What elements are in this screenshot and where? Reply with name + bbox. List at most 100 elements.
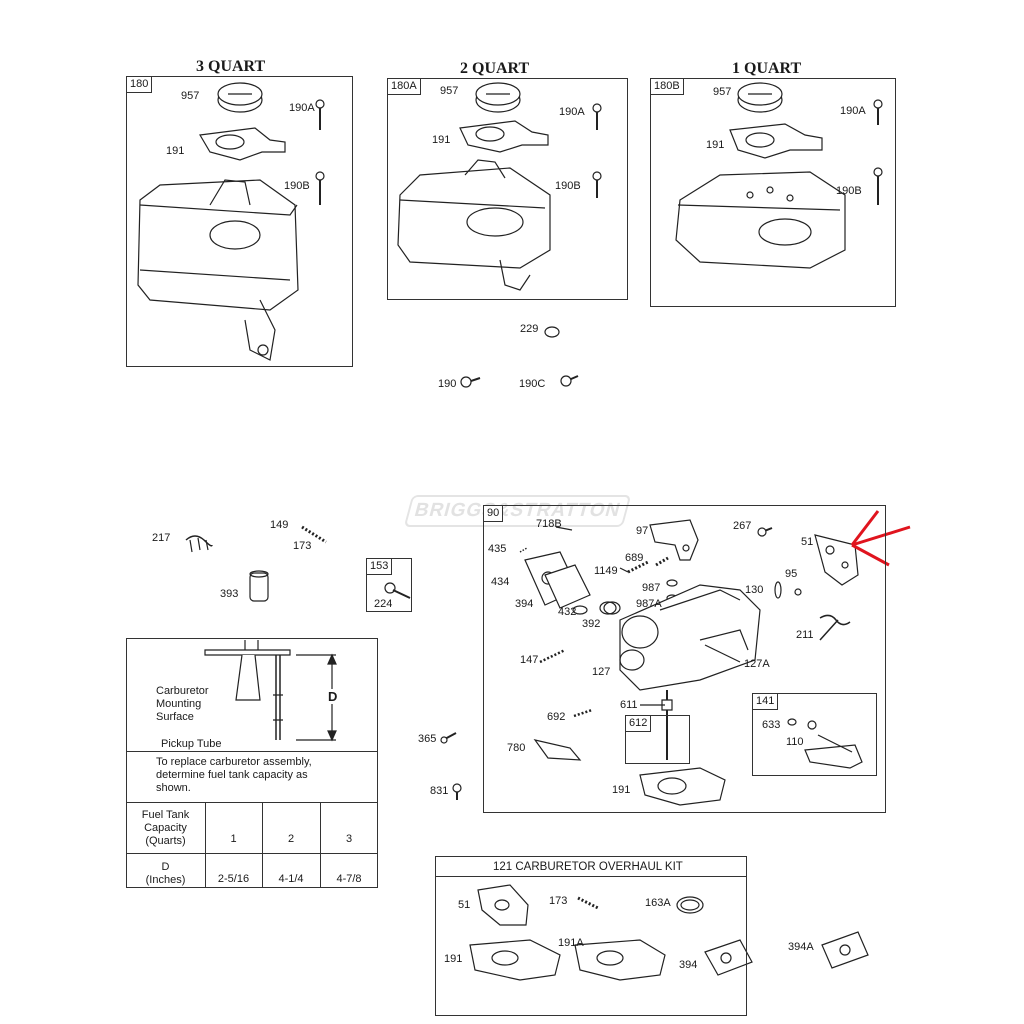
- part-label: 394: [515, 598, 534, 610]
- mount-info-divider: [262, 802, 263, 888]
- part-label: 173: [293, 540, 312, 552]
- callout-arrow: [852, 511, 910, 565]
- part-label: 434: [491, 576, 510, 588]
- part-label: 163A: [645, 897, 671, 909]
- part-label: 190A: [559, 106, 585, 118]
- part-224-drawing: [385, 583, 410, 598]
- part-label: 97: [636, 525, 649, 537]
- part-label: 191: [432, 134, 451, 146]
- pickup-tube-label: Pickup Tube: [161, 738, 222, 750]
- overhaul-kit-header-divider: [435, 876, 747, 877]
- tank-panel-2-quart: [387, 78, 628, 300]
- tank-title-2-quart: 2 QUART: [460, 60, 530, 77]
- part-box-tag: 141: [752, 693, 779, 710]
- part-label: 190C: [519, 378, 546, 390]
- part-label: 987: [642, 582, 661, 594]
- part-label: 51: [458, 899, 471, 911]
- part-label: 831: [430, 785, 449, 797]
- part-label: 191: [166, 145, 185, 157]
- part-label: 692: [547, 711, 566, 723]
- part-label: 191: [444, 953, 463, 965]
- part-label: 190: [438, 378, 457, 390]
- part-label: 190B: [836, 185, 862, 197]
- part-label: 957: [440, 85, 459, 97]
- part-label: 1149: [594, 565, 618, 577]
- carburetor-panel-tag: 90: [483, 505, 504, 522]
- tank-panel-3-quart: [126, 76, 353, 367]
- part-label: 987A: [636, 598, 662, 610]
- part-label: 147: [520, 654, 539, 666]
- mount-info-panel: [126, 638, 378, 888]
- part-label: 190A: [840, 105, 866, 117]
- overhaul-kit-panel: [435, 856, 747, 1016]
- tank-panel-1-quart: [650, 78, 896, 307]
- carburetor-panel: [483, 505, 886, 813]
- tank-1-quart-drawing: [676, 83, 882, 268]
- part-label: 51: [801, 536, 814, 548]
- part-label: 229: [520, 323, 539, 335]
- tank-2-quart-drawing: [398, 83, 601, 290]
- part-label: 611: [620, 699, 638, 711]
- part-label: 633: [762, 719, 781, 731]
- replace-note: To replace carburetor assembly, determin…: [156, 756, 312, 794]
- mount-info-divider: [320, 802, 321, 888]
- part-label: 110: [786, 736, 804, 748]
- tank-panel-tag: 180A: [387, 78, 421, 95]
- part-label: 365: [418, 733, 437, 745]
- carburetor-assembly-drawing: [520, 520, 862, 805]
- tank-panel-tag: 180B: [650, 78, 684, 95]
- capacity-value: 3: [345, 833, 353, 845]
- part-box-141: [752, 693, 877, 776]
- part-label: 394A: [788, 941, 814, 953]
- part-label: 957: [713, 86, 732, 98]
- capacity-value: 2: [287, 833, 295, 845]
- d-value: 4-7/8: [336, 873, 362, 885]
- part-label: 127: [592, 666, 611, 678]
- d-value: 2-5/16: [217, 873, 250, 885]
- tank-3-quart-drawing: [138, 83, 324, 360]
- overhaul-kit-drawings: [470, 885, 868, 980]
- mount-info-divider: [205, 802, 206, 888]
- d-row-label: D (Inches): [145, 861, 186, 886]
- tank-title-3-quart: 3 QUART: [196, 58, 266, 75]
- part-label: 957: [181, 90, 200, 102]
- overhaul-kit-title: 121 CARBURETOR OVERHAUL KIT: [493, 861, 683, 873]
- part-label: 267: [733, 520, 752, 532]
- tank-title-1-quart: 1 QUART: [732, 60, 802, 77]
- part-label: 211: [796, 629, 814, 641]
- part-label: 127A: [744, 658, 770, 670]
- capacity-header: Fuel Tank Capacity (Quarts): [141, 809, 190, 847]
- d-value: 4-1/4: [278, 873, 304, 885]
- part-label: 224: [374, 598, 393, 610]
- part-label: 190B: [555, 180, 581, 192]
- part-label: 780: [507, 742, 526, 754]
- capacity-value: 1: [230, 833, 237, 845]
- mount-info-divider: [126, 802, 378, 803]
- part-label: 394: [679, 959, 698, 971]
- part-label: 432: [558, 606, 577, 618]
- carburetor-mounting-label: Carburetor Mounting Surface: [156, 685, 209, 723]
- part-label: 393: [220, 588, 239, 600]
- part-label: 191A: [558, 937, 584, 949]
- mount-info-divider: [126, 853, 378, 854]
- part-label: 191: [612, 784, 631, 796]
- part-label: 149: [270, 519, 289, 531]
- part-label: 190B: [284, 180, 310, 192]
- part-label: 689: [625, 552, 644, 564]
- part-label: 191: [706, 139, 725, 151]
- part-label: 217: [152, 532, 171, 544]
- part-box-612: [625, 715, 690, 764]
- tank-panel-tag: 180: [126, 76, 153, 93]
- part-label: 718B: [536, 518, 562, 530]
- part-label: 95: [785, 568, 798, 580]
- mount-info-divider: [126, 751, 378, 752]
- part-label: 173: [549, 895, 568, 907]
- part-label: 435: [488, 543, 507, 555]
- part-box-tag: 612: [625, 715, 652, 732]
- part-label: 392: [582, 618, 601, 630]
- part-box-tag: 153: [366, 558, 393, 575]
- part-label: 190A: [289, 102, 315, 114]
- dimension-d-label: D: [328, 689, 338, 704]
- loose-parts-drawings: [186, 327, 578, 800]
